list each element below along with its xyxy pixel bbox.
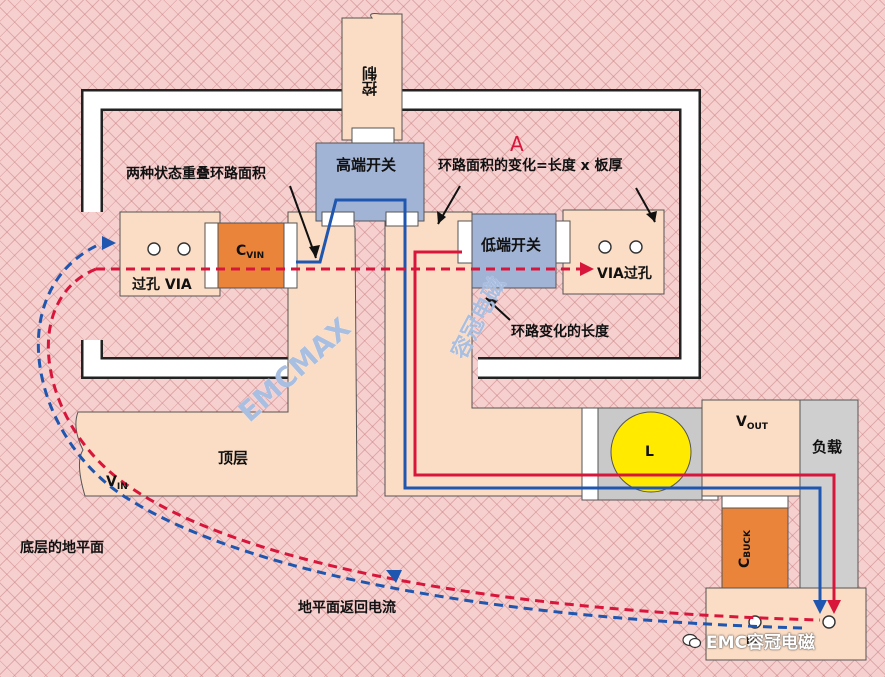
via-hole bbox=[822, 615, 836, 629]
via-left-label: 过孔 VIA bbox=[132, 277, 192, 293]
watermark-footer: EMC容冠电磁 bbox=[682, 628, 815, 653]
right-via-pad bbox=[562, 209, 665, 295]
ground-return-label: 地平面返回电流 bbox=[298, 600, 396, 616]
red-dashed-return-arc bbox=[46, 267, 821, 622]
cvin-capacitor-body bbox=[217, 222, 285, 289]
cvin-label: CVIN bbox=[236, 243, 265, 261]
marker-a: A bbox=[510, 132, 524, 156]
vin-label: VIN bbox=[106, 474, 128, 492]
control-strip bbox=[341, 13, 403, 141]
wechat-icon bbox=[682, 633, 702, 649]
low-side-switch-label: 低端开关 bbox=[481, 236, 542, 254]
vout-copper-region bbox=[701, 399, 803, 497]
high-side-switch-pad bbox=[351, 127, 395, 145]
vout-label: VOUT bbox=[736, 414, 768, 432]
high-side-switch-pin bbox=[385, 211, 419, 227]
overlap-area-label: 两种状态重叠环路面积 bbox=[126, 166, 266, 182]
inductor-label: L bbox=[645, 444, 654, 460]
watermark-footer-text: EMC容冠电磁 bbox=[706, 633, 816, 653]
inductor-package-left bbox=[581, 407, 601, 501]
inductor-core bbox=[610, 411, 692, 493]
loop-area-change-label: 环路面积的变化=长度 x 板厚 bbox=[438, 158, 623, 174]
top-layer-label: 顶层 bbox=[218, 449, 249, 467]
via-hole bbox=[177, 242, 191, 256]
pointer-arrow bbox=[289, 185, 317, 259]
blue-dashed-return-arc bbox=[37, 242, 803, 630]
left-via-pad bbox=[119, 211, 221, 297]
load-block bbox=[799, 399, 859, 597]
via-hole bbox=[598, 240, 612, 254]
cbuck-label: CBUCK bbox=[737, 530, 753, 569]
high-side-switch-label: 高端开关 bbox=[336, 156, 397, 174]
high-side-current-path bbox=[296, 198, 822, 610]
low-side-switch-body bbox=[471, 213, 557, 289]
via-hole bbox=[629, 240, 643, 254]
load-label: 负载 bbox=[812, 438, 843, 456]
bottom-ground-label: 底层的地平面 bbox=[20, 540, 104, 556]
high-side-switch-pin bbox=[321, 211, 355, 227]
loop-length-change-label: 环路变化的长度 bbox=[511, 324, 609, 340]
low-side-current-path bbox=[413, 250, 836, 610]
vin-copper-region bbox=[75, 211, 358, 497]
vin-bottom-partial-label: IN bbox=[746, 636, 759, 647]
cbuck-capacitor-body bbox=[721, 507, 789, 589]
via-right-label: VIA过孔 bbox=[597, 266, 652, 282]
via-hole bbox=[147, 242, 161, 256]
control-label: 控制 bbox=[361, 66, 379, 96]
